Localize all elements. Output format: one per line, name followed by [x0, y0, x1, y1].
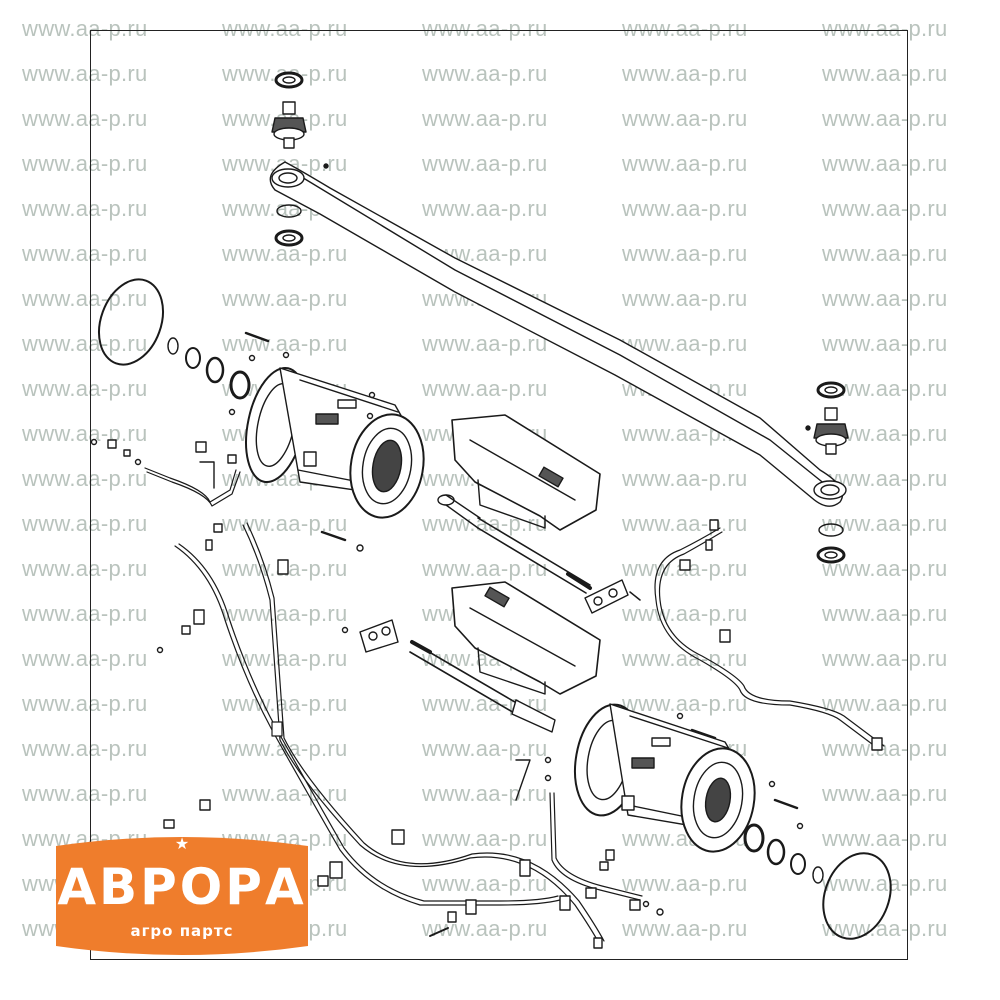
gaskets — [359, 579, 629, 653]
o-ring-left — [98, 278, 251, 400]
diagram-frame — [90, 30, 908, 960]
ball-joint-right — [805, 381, 849, 564]
drive-shaft-lower — [409, 640, 556, 733]
ball-joint-left — [271, 71, 329, 247]
bolts-left-housing — [228, 331, 376, 552]
logo-subtitle: агро партс — [130, 922, 234, 940]
small-fittings — [90, 438, 883, 949]
bolts-right-housing — [544, 712, 804, 830]
cover-plate-upper — [451, 414, 601, 531]
cover-plate-lower — [451, 581, 601, 695]
drive-shaft-upper — [437, 494, 592, 594]
o-ring-right — [743, 823, 892, 940]
star-icon: ★ — [174, 836, 190, 853]
aurora-agro-parts-logo: ★ АВРОРА агро партс — [56, 828, 308, 964]
axle-housing-right — [574, 703, 756, 853]
logo-word: АВРОРА — [57, 858, 307, 916]
tie-rod — [269, 161, 847, 507]
logo-badge-shape — [56, 837, 308, 955]
leader-lines — [199, 461, 531, 801]
axle-housing-left — [245, 366, 425, 519]
hydraulic-hoses — [144, 467, 885, 946]
